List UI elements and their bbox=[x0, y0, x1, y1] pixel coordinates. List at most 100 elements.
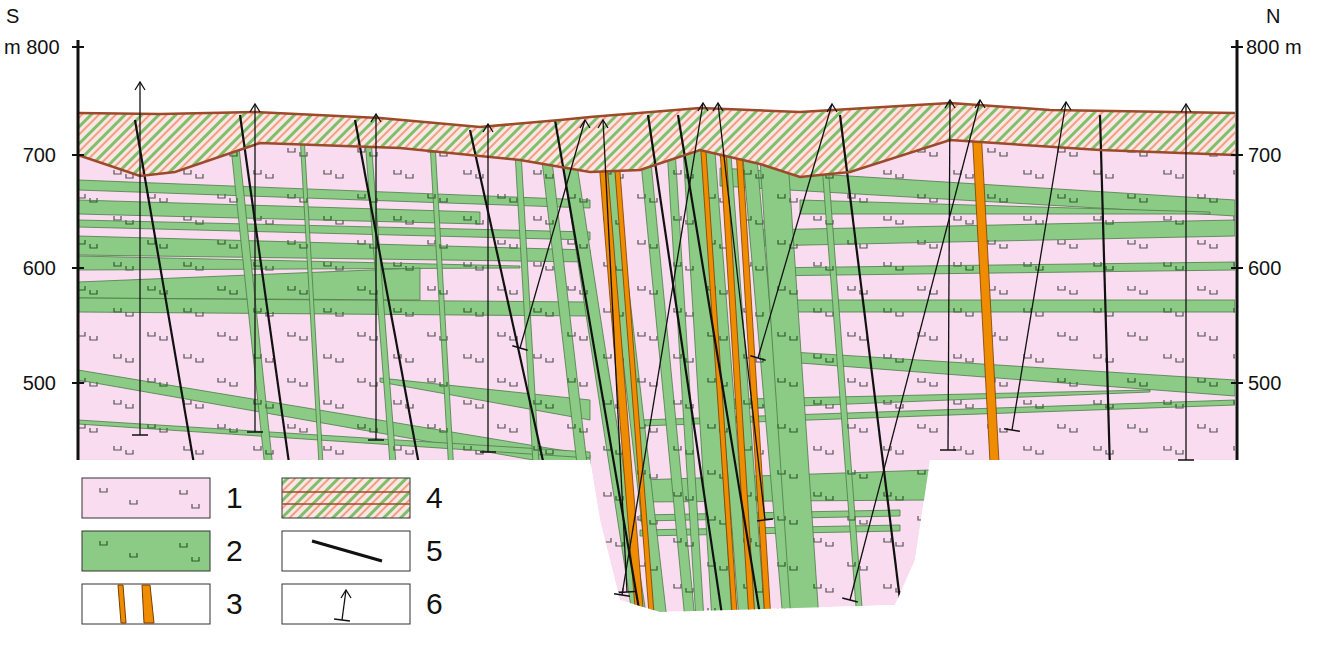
section-body bbox=[78, 100, 1235, 620]
borehole-line bbox=[850, 100, 980, 600]
borehole-bottom bbox=[1178, 459, 1194, 461]
legend-frame bbox=[282, 478, 410, 518]
borehole-bottom bbox=[757, 519, 773, 521]
borehole-line bbox=[718, 103, 765, 520]
axis-label: S bbox=[6, 6, 19, 26]
legend-number: 3 bbox=[226, 589, 243, 619]
legend-swatch bbox=[82, 478, 210, 518]
borehole-bottom bbox=[132, 434, 148, 436]
borehole-bottom bbox=[842, 598, 857, 602]
fault-line bbox=[840, 115, 900, 600]
legend-symbol bbox=[130, 553, 137, 557]
orange-dike bbox=[610, 100, 655, 620]
borehole-bottom bbox=[750, 356, 765, 360]
boreholes bbox=[132, 82, 1194, 602]
sill-band bbox=[760, 300, 1235, 312]
borehole-bottom bbox=[480, 451, 496, 453]
borehole-collar bbox=[827, 104, 837, 112]
legend-fault bbox=[312, 541, 382, 561]
borehole-collar bbox=[371, 114, 381, 122]
borehole-collar bbox=[341, 590, 351, 598]
borehole-line bbox=[254, 104, 255, 432]
borehole-bottom bbox=[512, 346, 527, 350]
axis-label: N bbox=[1266, 6, 1280, 26]
dike-band bbox=[593, 100, 667, 620]
borehole-collar bbox=[1061, 102, 1071, 110]
legend-dike bbox=[142, 585, 154, 623]
sill-band bbox=[78, 370, 590, 470]
axis-label: 700 bbox=[1248, 145, 1281, 165]
borehole-line bbox=[622, 103, 703, 595]
legend-symbol bbox=[100, 541, 107, 545]
sill-band bbox=[78, 420, 590, 458]
axis-tick bbox=[1231, 382, 1243, 384]
borehole-bottom bbox=[368, 439, 384, 441]
legend-boundary bbox=[282, 503, 410, 505]
borehole-collar bbox=[945, 100, 955, 108]
legend-swatch bbox=[82, 531, 210, 571]
legend-symbol bbox=[192, 557, 199, 561]
legend-number: 1 bbox=[226, 483, 243, 513]
legend-symbol bbox=[180, 490, 187, 494]
axis-tick bbox=[72, 267, 84, 269]
boundary-line bbox=[78, 140, 1235, 177]
legend-number: 4 bbox=[426, 483, 443, 513]
legend-frame bbox=[282, 584, 410, 624]
borehole-collar bbox=[580, 120, 590, 128]
legend-symbol bbox=[100, 488, 107, 492]
borehole-bottom bbox=[614, 594, 630, 597]
dike-band bbox=[226, 100, 289, 620]
orange-dike bbox=[971, 100, 1008, 620]
borehole-bottom bbox=[940, 449, 956, 451]
borehole-bottom bbox=[334, 619, 350, 621]
fault-line bbox=[1100, 115, 1110, 470]
axis-tick bbox=[1231, 46, 1243, 48]
legend-dike bbox=[118, 585, 126, 623]
axis-label: 600 bbox=[1248, 258, 1281, 278]
axis-tick bbox=[72, 382, 84, 384]
borehole-line bbox=[487, 124, 488, 452]
boundary-line bbox=[78, 103, 1235, 127]
borehole-collar bbox=[1181, 104, 1191, 112]
borehole-collar bbox=[598, 120, 608, 128]
fault-line bbox=[555, 120, 640, 615]
axis-label: 600 bbox=[23, 258, 56, 278]
axis-tick bbox=[1231, 267, 1243, 269]
borehole-bottom bbox=[619, 591, 635, 593]
fault-line bbox=[648, 115, 722, 615]
dike-band bbox=[817, 100, 863, 620]
dike-band bbox=[512, 100, 548, 620]
axis-tick bbox=[72, 46, 84, 48]
legend-samples bbox=[82, 478, 410, 624]
legend-number: 2 bbox=[226, 536, 243, 566]
borehole-line bbox=[1012, 102, 1066, 430]
borehole-collar bbox=[250, 104, 260, 112]
borehole-line bbox=[1185, 104, 1186, 460]
legend-symbol bbox=[180, 543, 187, 547]
legend-frame bbox=[282, 531, 410, 571]
sill-band bbox=[800, 200, 1210, 214]
borehole-line bbox=[139, 82, 140, 435]
borehole-line bbox=[520, 120, 585, 348]
legend-boundary bbox=[282, 491, 410, 493]
sill-band bbox=[78, 256, 520, 270]
axis-label: 800 m bbox=[1246, 37, 1302, 57]
borehole-line bbox=[758, 104, 832, 358]
fault-line bbox=[355, 120, 420, 470]
borehole-bottom bbox=[1004, 429, 1020, 432]
borehole-collar bbox=[483, 124, 493, 132]
orange-dike bbox=[733, 100, 771, 620]
axis-line bbox=[77, 40, 80, 460]
legend-frame bbox=[82, 584, 210, 624]
legend-symbol bbox=[130, 500, 137, 504]
sill-band bbox=[380, 378, 590, 420]
legend-number: 5 bbox=[426, 536, 443, 566]
axis-tick bbox=[72, 154, 84, 156]
sill-band bbox=[78, 298, 590, 316]
borehole-line bbox=[375, 114, 376, 440]
legend-symbol bbox=[192, 504, 199, 508]
axis-label: 700 bbox=[23, 145, 56, 165]
legend-number: 6 bbox=[426, 589, 443, 619]
